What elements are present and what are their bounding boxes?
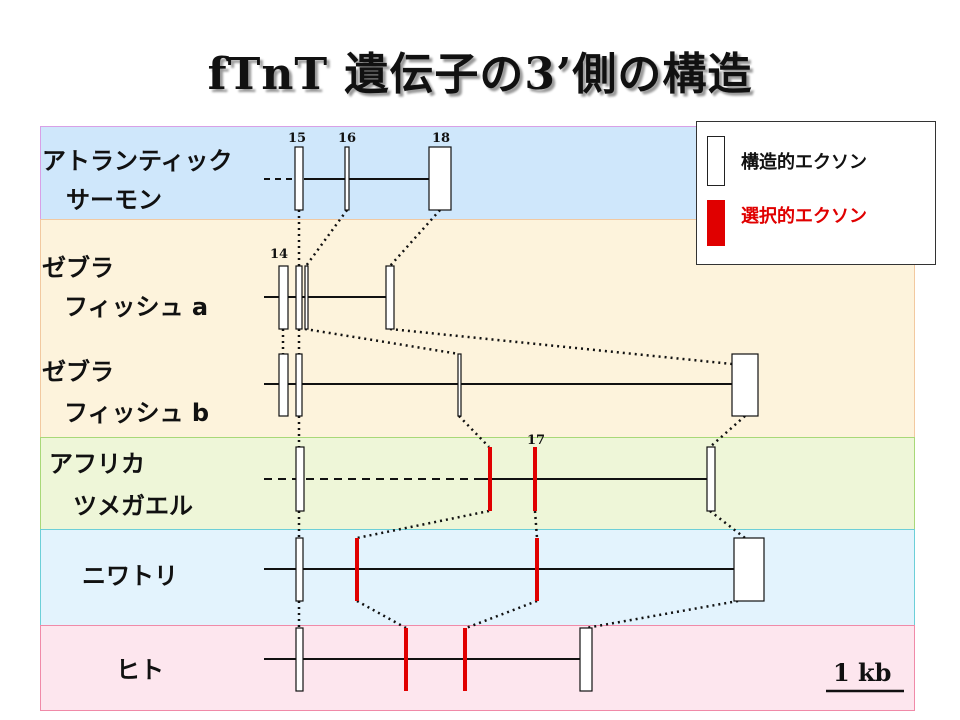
exon-number-16: 16 bbox=[338, 131, 356, 146]
frog-alt-exon-16 bbox=[488, 447, 492, 511]
species-label-zebrafish-a-1: ゼブラ bbox=[42, 254, 114, 282]
constitutive-exon-swatch bbox=[707, 136, 725, 186]
human-exon-15 bbox=[295, 627, 304, 692]
species-label-chicken: ニワトリ bbox=[82, 562, 178, 590]
chicken-exon-18 bbox=[733, 537, 765, 602]
legend-alternative-label: 選択的エクソン bbox=[741, 206, 867, 227]
human-alt-exon-16 bbox=[404, 628, 408, 691]
species-label-frog-1: アフリカ bbox=[49, 450, 145, 478]
zebrafish-b-exon-14 bbox=[278, 353, 289, 417]
exon-number-18: 18 bbox=[432, 131, 450, 146]
chicken-alt-exon-17 bbox=[535, 538, 539, 601]
constitutive-exons bbox=[278, 146, 765, 692]
zebrafish-a-exon-16 bbox=[304, 265, 309, 330]
intron-lines bbox=[264, 178, 734, 660]
exon-number-17: 17 bbox=[527, 433, 545, 448]
zebrafish-b-exon-15 bbox=[295, 353, 303, 417]
species-label-zebrafish-a-2: フィッシュ a bbox=[64, 293, 209, 321]
species-label-salmon-1: アトランティック bbox=[42, 147, 233, 175]
correspondence-lines bbox=[281, 209, 746, 630]
zebrafish-a-exon-18 bbox=[385, 265, 395, 330]
chicken-alt-exon-16 bbox=[355, 538, 359, 601]
legend-constitutive-label: 構造的エクソン bbox=[741, 152, 867, 173]
page-title: fTnT 遺伝子の3’側の構造 bbox=[207, 49, 753, 100]
species-label-zebrafish-b-1: ゼブラ bbox=[42, 358, 114, 386]
salmon-exon-16 bbox=[344, 146, 350, 211]
species-label-frog-2: ツメガエル bbox=[73, 492, 193, 520]
zebrafish-b-exon-18 bbox=[731, 353, 759, 417]
zebrafish-a-exon-15 bbox=[295, 265, 303, 330]
zebrafish-a-exon-14 bbox=[278, 265, 289, 330]
human-alt-exon-17 bbox=[463, 628, 467, 691]
legend-box: 構造的エクソン 選択的エクソン bbox=[696, 121, 936, 265]
chicken-exon-15 bbox=[295, 537, 304, 602]
species-label-salmon-2: サーモン bbox=[66, 186, 162, 214]
frog-exon-18 bbox=[706, 446, 716, 512]
exon-number-14: 14 bbox=[270, 247, 288, 262]
scale-bar-label: 1 kb bbox=[833, 658, 892, 687]
alternative-exons bbox=[355, 447, 539, 691]
human-band bbox=[40, 625, 915, 711]
human-exon-18 bbox=[579, 627, 593, 692]
frog-exon-15 bbox=[295, 446, 305, 512]
species-label-zebrafish-b-2: フィッシュ b bbox=[64, 399, 210, 427]
frog-alt-exon-17 bbox=[533, 447, 537, 511]
salmon-exon-18 bbox=[428, 146, 452, 211]
chicken-band bbox=[40, 529, 915, 626]
species-label-human: ヒト bbox=[116, 656, 164, 684]
salmon-exon-15 bbox=[294, 146, 304, 211]
zebrafish-b-exon-16 bbox=[457, 353, 462, 417]
alternative-exon-swatch bbox=[707, 200, 725, 246]
exon-number-15: 15 bbox=[288, 131, 306, 146]
